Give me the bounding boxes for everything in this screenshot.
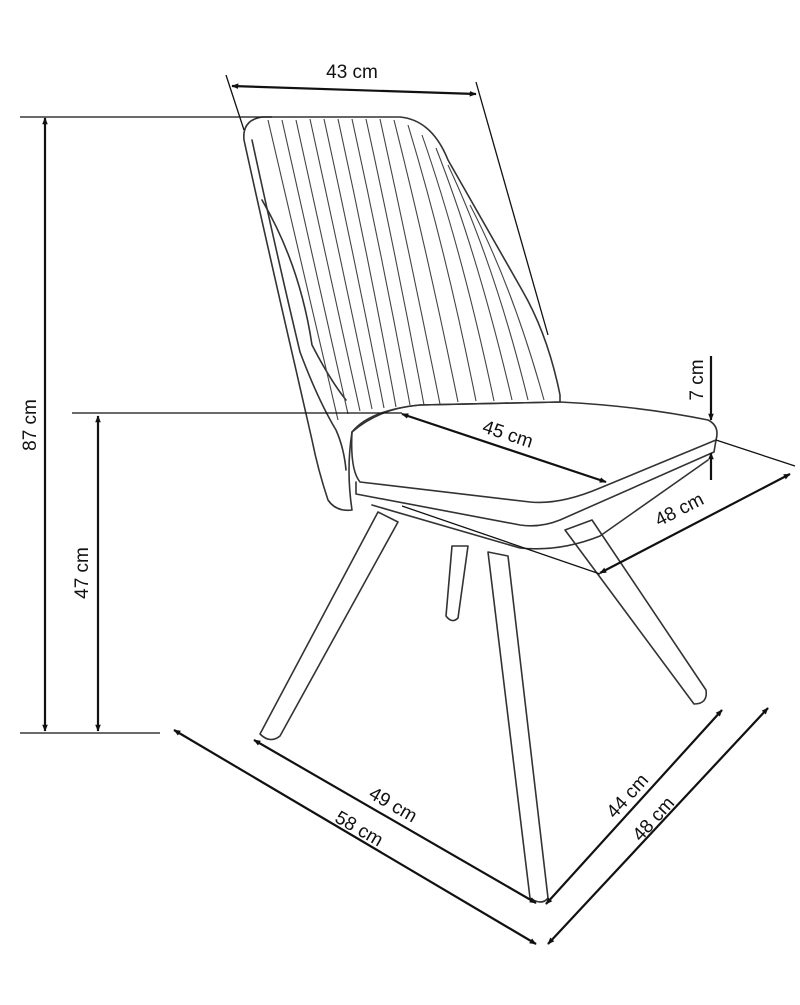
leg-front-left [487, 551, 549, 903]
leg-span-side-dimension-line [253, 739, 537, 904]
leg-span-front-dimension-line [545, 709, 723, 905]
total-height-label: 87 cm [20, 399, 41, 451]
seat-thickness-label: 7 cm [687, 359, 708, 400]
backrest-inner-seam [251, 139, 347, 471]
seat-height-label: 47 cm [72, 547, 93, 599]
backrest-side-curve [261, 199, 347, 401]
total-depth-label: 58 cm [331, 807, 386, 851]
total-depth-dimension-line [173, 729, 537, 945]
seat-width-dimension-line [599, 473, 791, 574]
total-width-dimension-line [547, 707, 769, 945]
backrest-outline [243, 116, 561, 512]
back-width-label: 43 cm [326, 62, 378, 83]
seat-depth-dimension-line [401, 412, 607, 484]
dimension-lines [20, 74, 796, 945]
seat-width-label: 48 cm [652, 489, 708, 531]
leg-back-right [445, 545, 469, 622]
backrest-ribs [267, 118, 545, 421]
seat-side [355, 439, 717, 527]
seat-base [371, 459, 709, 550]
seat-top [350, 401, 718, 504]
back-width-dimension-line [231, 83, 477, 97]
seat-depth-label: 45 cm [480, 417, 536, 453]
leg-back-left [259, 511, 399, 741]
leg-front-right [564, 519, 708, 705]
